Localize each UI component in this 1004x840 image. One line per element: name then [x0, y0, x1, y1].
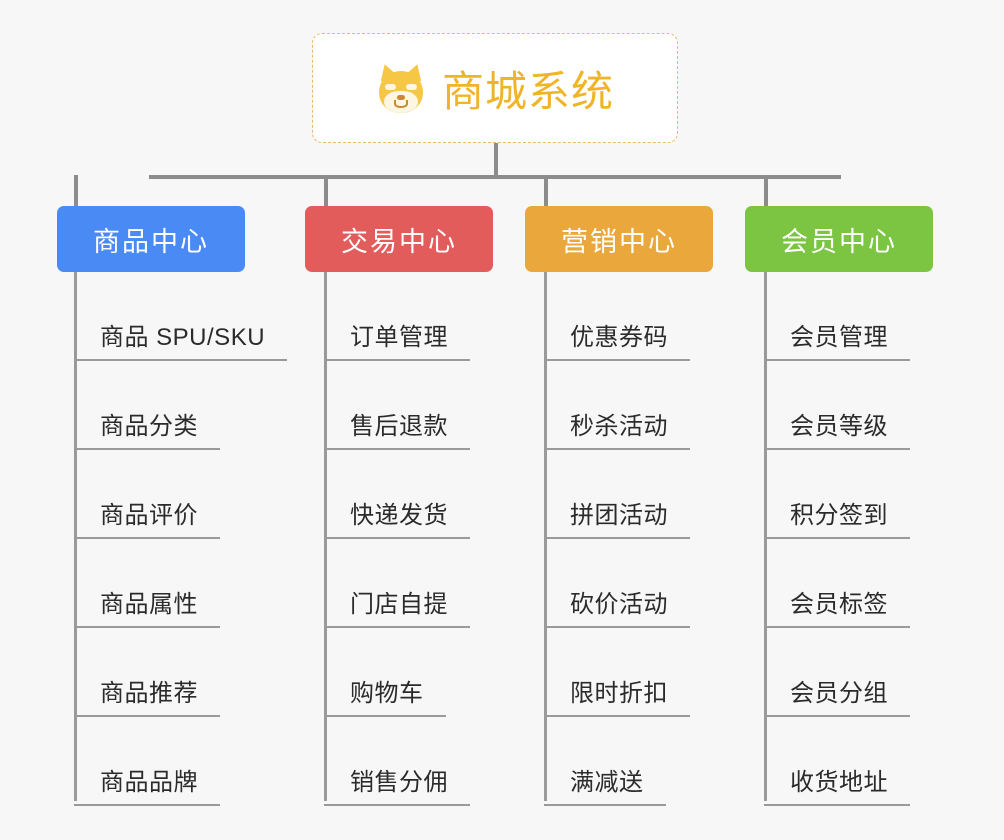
leaf-item[interactable]: 会员分组 [764, 628, 910, 717]
leaf-item[interactable]: 销售分佣 [324, 717, 470, 806]
leaf-item[interactable]: 快递发货 [324, 450, 470, 539]
leaf-item[interactable]: 满减送 [544, 717, 690, 806]
leaf-item-label: 砍价活动 [570, 591, 668, 618]
leaf-item-label: 订单管理 [350, 324, 448, 351]
leaf-item[interactable]: 购物车 [324, 628, 470, 717]
leaf-item[interactable]: 拼团活动 [544, 450, 690, 539]
leaf-item-label: 秒杀活动 [570, 413, 668, 440]
leaf-item[interactable]: 限时折扣 [544, 628, 690, 717]
leaf-column-marketing-center: 优惠券码 秒杀活动 拼团活动 砍价活动 限时折扣 满减送 [544, 272, 690, 806]
connector-root-vertical [494, 143, 498, 177]
category-box-member-center[interactable]: 会员中心 [745, 206, 933, 272]
leaf-column-member-center: 会员管理 会员等级 积分签到 会员标签 会员分组 收货地址 [764, 272, 910, 806]
leaf-item-label: 会员管理 [790, 324, 888, 351]
leaf-item[interactable]: 商品评价 [74, 450, 287, 539]
leaf-item[interactable]: 门店自提 [324, 539, 470, 628]
leaf-item[interactable]: 订单管理 [324, 272, 470, 361]
leaf-item[interactable]: 优惠券码 [544, 272, 690, 361]
leaf-item-label: 拼团活动 [570, 502, 668, 529]
leaf-item-label: 优惠券码 [570, 324, 668, 351]
leaf-item[interactable]: 会员管理 [764, 272, 910, 361]
root-node-mall-system[interactable]: 商城系统 [312, 33, 678, 143]
shiba-dog-face-icon [376, 61, 428, 114]
connector-drop-1 [74, 175, 78, 206]
leaf-item-label: 商品 SPU/SKU [100, 324, 266, 351]
leaf-item-label: 购物车 [350, 680, 424, 707]
leaf-item-label: 售后退款 [350, 413, 448, 440]
category-label: 会员中心 [781, 226, 897, 257]
leaf-item-label: 限时折扣 [570, 680, 668, 707]
leaf-item[interactable]: 秒杀活动 [544, 361, 690, 450]
leaf-item-label: 收货地址 [790, 769, 888, 796]
leaf-item[interactable]: 商品 SPU/SKU [74, 272, 288, 361]
leaf-item[interactable]: 商品品牌 [74, 717, 287, 806]
leaf-item-label: 会员分组 [790, 680, 888, 707]
connector-drop-3 [544, 175, 548, 206]
category-label: 商品中心 [93, 226, 209, 257]
category-label: 交易中心 [341, 226, 457, 257]
leaf-spine [764, 272, 767, 801]
category-box-product-center[interactable]: 商品中心 [57, 206, 245, 272]
leaf-item[interactable]: 砍价活动 [544, 539, 690, 628]
leaf-item-label: 会员标签 [790, 591, 888, 618]
leaf-spine [74, 272, 77, 801]
leaf-item-label: 积分签到 [790, 502, 888, 529]
leaf-column-trade-center: 订单管理 售后退款 快递发货 门店自提 购物车 销售分佣 [324, 272, 470, 806]
leaf-item[interactable]: 积分签到 [764, 450, 910, 539]
leaf-spine [544, 272, 547, 801]
category-box-trade-center[interactable]: 交易中心 [305, 206, 493, 272]
category-box-marketing-center[interactable]: 营销中心 [525, 206, 713, 272]
connector-drop-2 [324, 175, 328, 206]
leaf-item[interactable]: 商品分类 [74, 361, 287, 450]
leaf-item-label: 门店自提 [350, 591, 448, 618]
leaf-item[interactable]: 售后退款 [324, 361, 470, 450]
leaf-item-label: 快递发货 [350, 502, 448, 529]
leaf-item-label: 商品属性 [100, 591, 198, 618]
category-label: 营销中心 [561, 226, 677, 257]
leaf-item-label: 会员等级 [790, 413, 888, 440]
leaf-item[interactable]: 会员标签 [764, 539, 910, 628]
leaf-item-label: 商品评价 [100, 502, 198, 529]
leaf-item[interactable]: 商品推荐 [74, 628, 287, 717]
leaf-item[interactable]: 商品属性 [74, 539, 287, 628]
leaf-item-label: 商品推荐 [100, 680, 198, 707]
connector-horizontal-bus [149, 175, 841, 179]
leaf-item[interactable]: 会员等级 [764, 361, 910, 450]
leaf-item-label: 商品品牌 [100, 769, 198, 796]
leaf-item-label: 商品分类 [100, 413, 198, 440]
connector-drop-4 [764, 175, 768, 206]
leaf-column-product-center: 商品 SPU/SKU 商品分类 商品评价 商品属性 商品推荐 商品品牌 [74, 272, 288, 806]
root-node-title: 商城系统 [441, 67, 614, 115]
leaf-item-label: 销售分佣 [350, 769, 448, 796]
leaf-spine [324, 272, 327, 801]
leaf-item[interactable]: 收货地址 [764, 717, 910, 806]
leaf-item-label: 满减送 [570, 769, 644, 796]
